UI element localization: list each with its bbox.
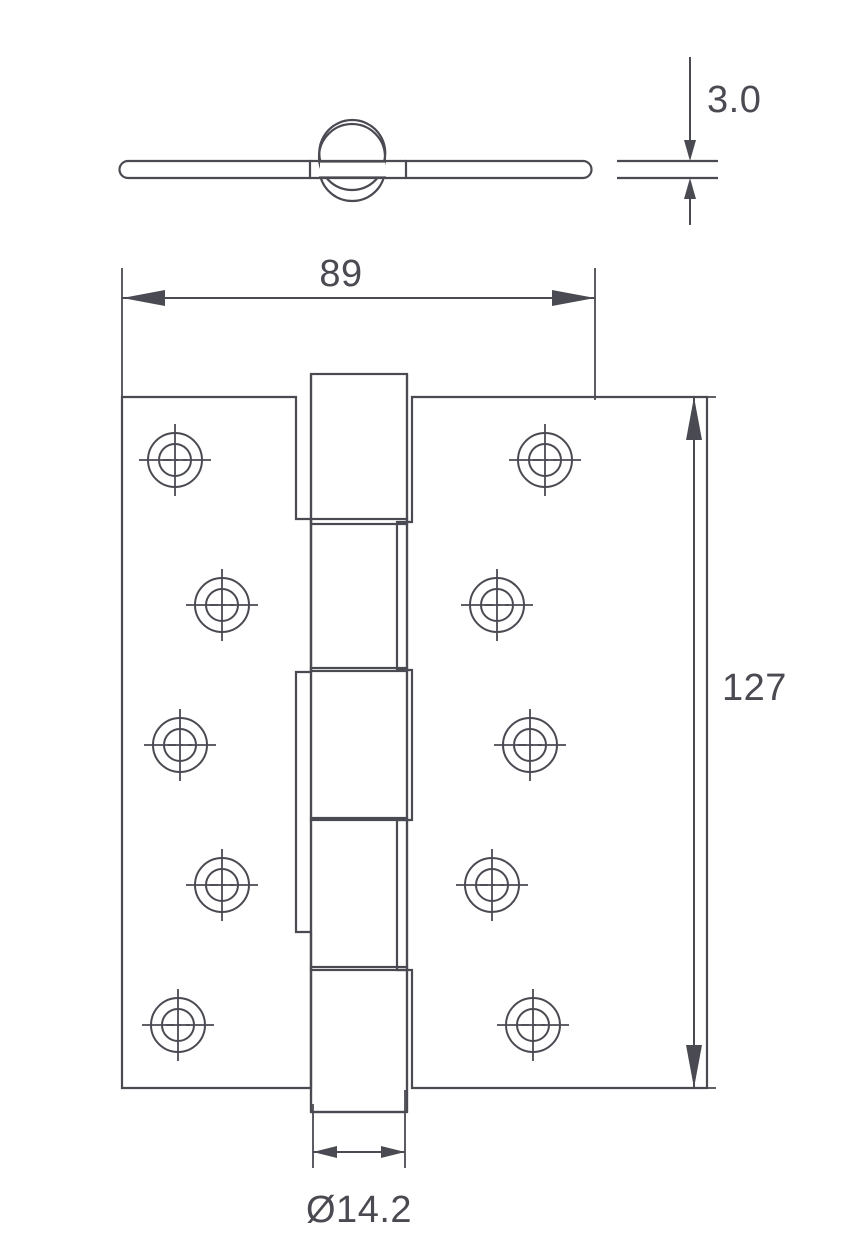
top-view-barrel-mask (320, 162, 385, 177)
height-arrow-up (686, 397, 702, 440)
screw-hole (186, 569, 258, 641)
knuckle-dia-arrow-left (313, 1146, 337, 1158)
width-dimension-group: 89 (121, 253, 596, 400)
front-view-group (120, 372, 709, 1114)
screw-hole (494, 709, 566, 781)
height-dimension-group: 127 (595, 396, 787, 1089)
top-view-knuckle-arc-upper (318, 118, 387, 163)
top-view-group: 3.0 (118, 57, 761, 225)
knuckle-segment-4 (309, 816, 409, 972)
screw-hole-group-right (456, 424, 581, 1061)
top-view-knuckle-arc-lower (319, 176, 386, 203)
top-view-knuckle-barrel (317, 122, 387, 192)
top-view-right-leaf (404, 159, 593, 180)
front-view-left-leaf-outline (120, 395, 313, 1090)
height-arrow-down (686, 1045, 702, 1088)
knuckle-segment-5 (309, 965, 409, 1114)
knuckle-diameter-dimension-group: Ø14.2 (306, 1090, 412, 1231)
front-view-right-leaf-outline (395, 395, 709, 1090)
width-arrow-right (552, 290, 595, 306)
thickness-arrow-down (684, 140, 696, 161)
screw-hole (139, 424, 211, 496)
thickness-dim-label: 3.0 (707, 79, 761, 121)
knuckle-diameter-dim-label: Ø14.2 (306, 1189, 412, 1231)
knuckle-segment-1 (309, 372, 409, 526)
thickness-arrow-up (684, 178, 696, 199)
knuckle-segment-2 (309, 517, 409, 673)
screw-hole (497, 989, 569, 1061)
top-view-left-leaf (118, 159, 312, 180)
screw-hole (456, 849, 528, 921)
width-arrow-left (122, 290, 165, 306)
height-dim-label: 127 (722, 667, 787, 709)
screw-hole (144, 709, 216, 781)
screw-hole (461, 569, 533, 641)
knuckle-segment-3 (309, 666, 409, 822)
screw-hole (186, 849, 258, 921)
screw-hole-group-left (139, 424, 258, 1061)
width-dim-label: 89 (319, 253, 362, 295)
screw-hole (142, 989, 214, 1061)
screw-hole (509, 424, 581, 496)
knuckle-dia-arrow-right (381, 1146, 405, 1158)
